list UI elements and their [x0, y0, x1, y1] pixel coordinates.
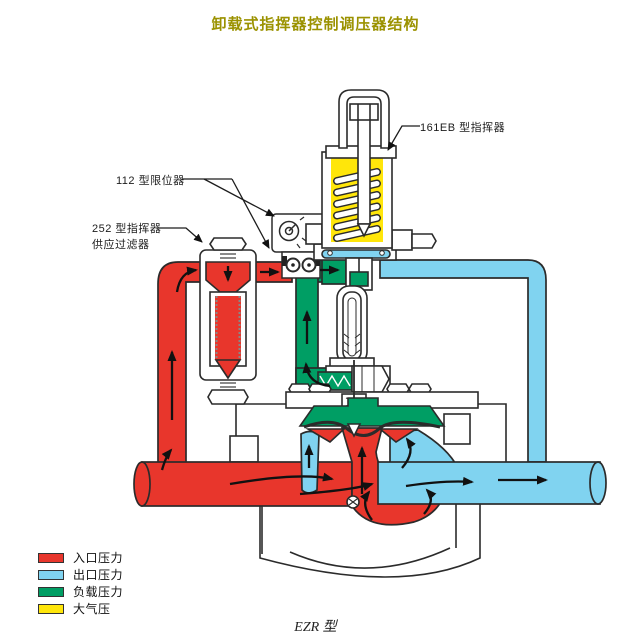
pilot-161eb — [305, 89, 437, 291]
label-pilot-161eb: 161EB 型指挥器 — [420, 122, 506, 134]
legend-item: 负载压力 — [38, 583, 123, 600]
legend-item: 大气压 — [38, 600, 123, 617]
model-caption: EZR 型 — [294, 620, 337, 635]
sensing-line — [379, 259, 547, 463]
pilot-adjusting-screw — [357, 113, 371, 225]
legend-swatch-outlet-pressure — [38, 569, 64, 580]
label-limiter-112: 112 型限位器 — [116, 175, 185, 187]
legend-swatch-atmosphere — [38, 603, 64, 614]
diaphragm-casing — [298, 397, 446, 427]
diagram-title: 卸载式指挥器控制调压器结构 — [211, 16, 420, 33]
main-valve-actuator — [285, 285, 479, 509]
label-filter-252-line1: 252 型指挥器 — [92, 223, 162, 235]
pilot-handle — [338, 89, 390, 149]
legend-swatch-inlet-pressure — [38, 552, 64, 563]
filter-252 — [199, 237, 257, 405]
legend-item: 出口压力 — [38, 566, 123, 583]
label-filter-252: 252 型指挥器 供应过滤器 — [92, 221, 176, 253]
legend-label: 入口压力 — [73, 551, 124, 565]
legend-label: 出口压力 — [73, 568, 124, 582]
legend: 入口压力 出口压力 负载压力 大气压 — [38, 549, 123, 617]
label-filter-252-line2: 供应过滤器 — [92, 239, 150, 251]
legend-label: 负载压力 — [73, 585, 124, 599]
legend-item: 入口压力 — [38, 549, 123, 566]
legend-swatch-loading-pressure — [38, 586, 64, 597]
flow-arrows — [160, 265, 548, 521]
legend-label: 大气压 — [73, 602, 111, 616]
leader-lines — [158, 125, 420, 249]
